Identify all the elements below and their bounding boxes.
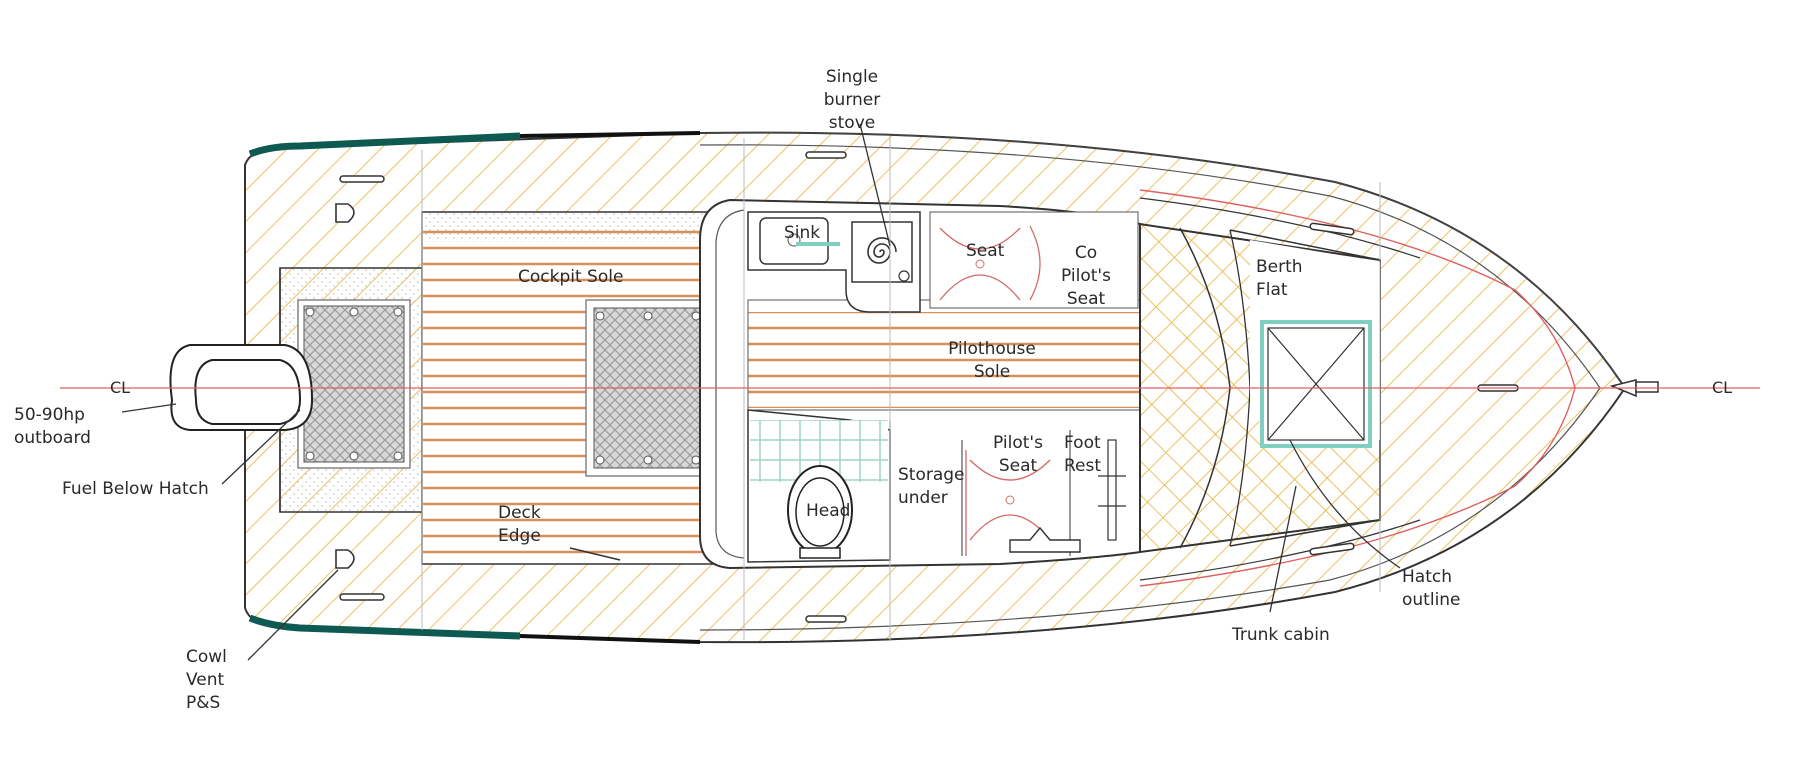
label-outboard: 50-90hp outboard (14, 405, 91, 448)
label-sink: Sink (784, 223, 821, 243)
label-deck-edge: Deck Edge (498, 503, 541, 546)
label-foot-rest: Foot Rest (1064, 433, 1102, 476)
label-fuel-below-hatch: Fuel Below Hatch (62, 479, 209, 499)
deck-cleats (339, 151, 1519, 623)
label-single-burner-stove: Single burner stove (823, 67, 881, 133)
label-cowl-vent: Cowl Vent P&S (186, 647, 227, 713)
label-trunk-cabin: Trunk cabin (1232, 625, 1330, 645)
label-head: Head (806, 501, 851, 521)
pilothouse (699, 198, 1141, 570)
label-pilots-seat: Pilot's Seat (993, 433, 1043, 476)
label-copilot-seat: Co Pilot's Seat (1061, 243, 1111, 309)
label-storage-under: Storage under (898, 465, 965, 508)
label-seat: Seat (966, 241, 1005, 261)
label-cockpit-sole: Cockpit Sole (518, 267, 624, 287)
label-hatch-outline: Hatch outline (1402, 567, 1461, 610)
label-centerline-right: CL (1712, 378, 1733, 397)
cowl-vents (335, 203, 355, 569)
label-centerline-left: CL (110, 378, 131, 397)
label-pilothouse-sole: Pilothouse Sole (948, 339, 1036, 382)
trunk-cabin (1139, 189, 1576, 587)
label-berth-flat: Berth Flat (1256, 257, 1303, 300)
leader-lines (121, 123, 1401, 661)
